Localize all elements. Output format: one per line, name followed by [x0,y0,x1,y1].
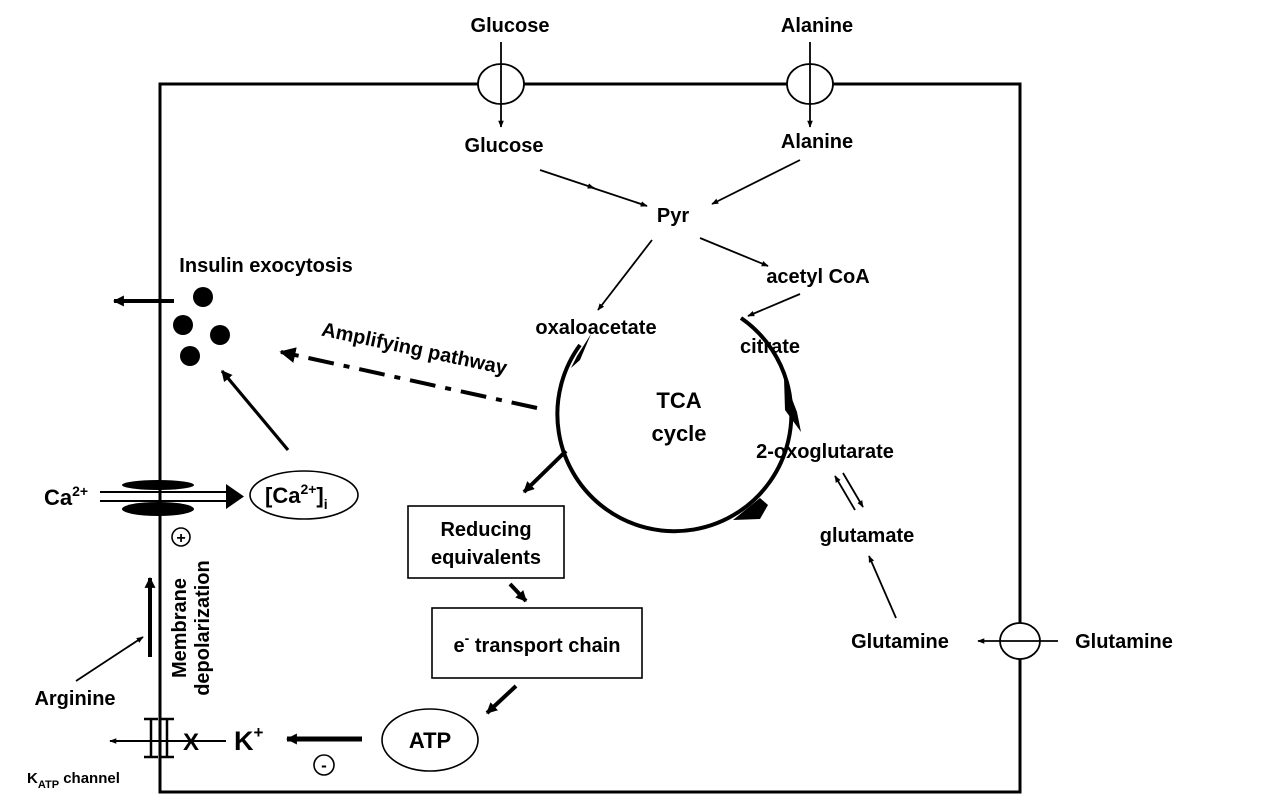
oxaloacetate-label: oxaloacetate [535,317,656,339]
negative-effect-symbol [313,754,335,776]
etc-to-atp-arrow [485,684,518,715]
reducing-to-etc-arrow [508,582,528,603]
positive-effect-symbol [171,527,191,547]
insulin-granule [180,346,200,366]
tca-arrow-oxaloacetate [571,334,591,368]
atp-label: ATP [409,728,451,753]
tca-cycle-ring [555,316,794,534]
acetyl-coa-label: acetyl CoA [766,266,869,288]
glutamate-to-oxoglutarate-arrow [834,475,856,511]
potassium-label: K+ [234,723,264,756]
glutamine-extracellular-label: Glutamine [1075,631,1173,653]
membrane-depolarization-label-line2: depolarization [192,560,214,696]
tca-to-reducing-arrow [522,449,568,494]
reducing-equivalents-label-line2: equivalents [431,547,541,569]
calcium-channel-lower [122,502,194,516]
calcium-extracellular-label: Ca2+ [44,483,88,510]
arginine-depolarization-arrow [75,636,144,682]
insulin-granule [193,287,213,307]
glutamine-to-glutamate-arrow [868,555,897,619]
electron-transport-chain-label: e- transport chain [454,630,621,657]
cell-membrane [158,82,1022,794]
arginine-label: Arginine [34,688,115,710]
negative-effect-sign: - [321,756,327,775]
glucose-to-pyr-arrow [539,169,595,189]
citrate-label: citrate [740,336,800,358]
pyr-to-acetylcoa-arrow [699,237,769,267]
pyruvate-label: Pyr [657,205,689,227]
intracellular-calcium-oval [249,470,359,520]
pyr-to-oxaloacetate-arrow [597,239,653,311]
insulin-granule [210,325,230,345]
insulin-granule [173,315,193,335]
reducing-equivalents-box [407,505,565,579]
alanine-intracellular-label: Alanine [781,131,853,153]
tca-cycle-label-line2: cycle [651,421,706,446]
electron-transport-chain-box [431,607,643,679]
oxoglutarate-to-glutamate-arrow [842,472,864,508]
tca-arrow-oxoglutarate [733,498,768,520]
glutamate-label: glutamate [820,525,914,547]
calcium-to-exocytosis-arrow [220,369,290,452]
glucose-intracellular-label: Glucose [465,135,544,157]
glucose-extracellular-label: Glucose [471,15,550,37]
calcium-channel-upper [122,480,194,490]
alanine-to-pyr-arrow [711,159,801,205]
positive-effect-sign: + [176,530,185,547]
intracellular-calcium-label: [Ca2+]i [265,481,328,512]
reducing-equivalents-label-line1: Reducing [440,519,531,541]
katp-blocked-mark: X [183,729,199,756]
oxoglutarate-label: 2-oxoglutarate [756,441,894,463]
tca-cycle-label-line1: TCA [656,388,701,413]
insulin-exocytosis-label: Insulin exocytosis [179,255,352,277]
tca-arrow-citrate [784,378,801,432]
alanine-extracellular-label: Alanine [781,15,853,37]
calcium-influx-arrowhead [226,484,244,509]
amplifying-pathway-arrow [279,347,538,410]
glutamine-intracellular-label: Glutamine [851,631,949,653]
acetylcoa-to-citrate-arrow [747,293,801,317]
katp-channel-label: KATP channel [27,770,120,791]
amplifying-pathway-label: Amplifying pathway [320,319,510,380]
membrane-depolarization-label-line1: Membrane [169,578,191,678]
atp-oval [381,708,479,772]
glucose-to-pyr-arrow-2 [589,186,648,207]
